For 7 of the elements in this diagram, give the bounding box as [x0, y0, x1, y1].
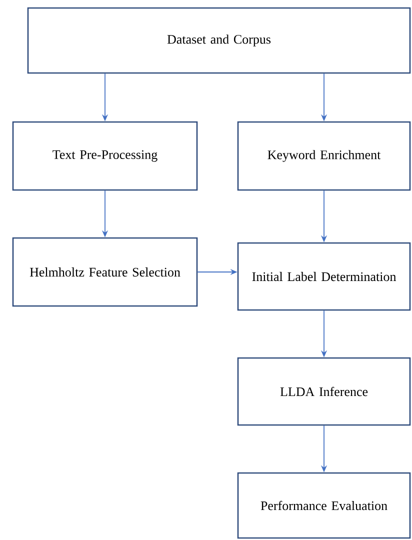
process-box: Text Pre-Processing [12, 121, 198, 191]
process-box: Performance Evaluation [237, 472, 411, 539]
process-box: Dataset and Corpus [27, 7, 411, 74]
process-box: LLDA Inference [237, 357, 411, 426]
process-box: Helmholtz Feature Selection [12, 237, 198, 307]
process-box: Keyword Enrichment [237, 121, 411, 191]
process-box: Initial Label Determination [237, 242, 411, 311]
